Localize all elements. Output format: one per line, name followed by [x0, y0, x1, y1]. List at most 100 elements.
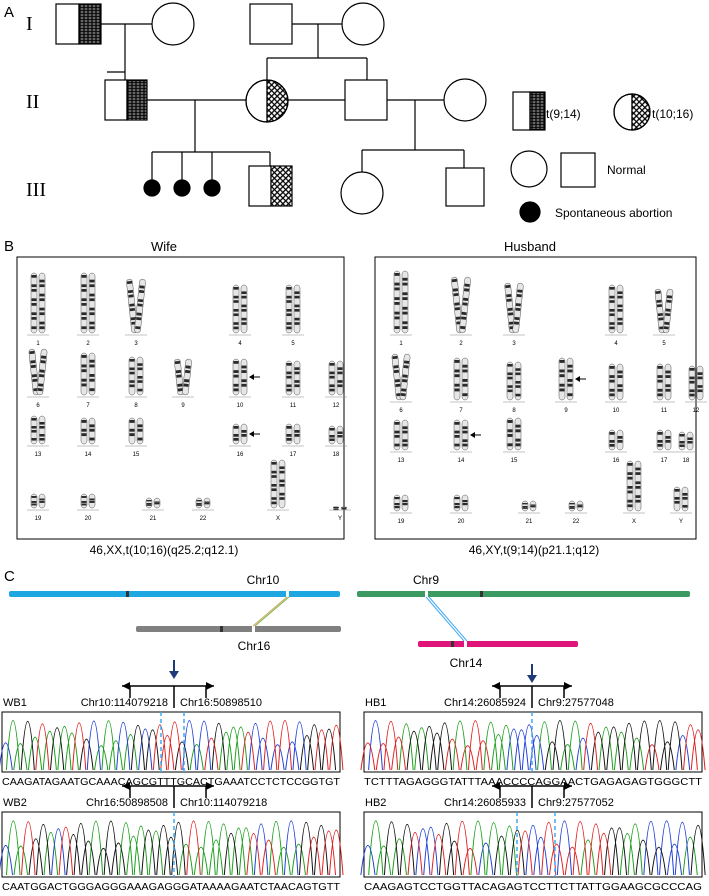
trace-wb2-id: WB2 [3, 797, 27, 809]
chromatid-22-1 [568, 500, 576, 512]
karyotype-label-16: 16 [613, 458, 620, 464]
trace-hb1-peaks-G [406, 720, 683, 771]
chromatid-21-2 [529, 500, 537, 512]
chromatid-4-1 [608, 284, 616, 334]
panel-a-label: A [4, 4, 14, 21]
karyotype-label-11: 11 [661, 408, 668, 414]
karyotype-label-2: 2 [86, 341, 90, 347]
chromatid-8-1 [506, 361, 514, 401]
chromosome-pair-16 [605, 429, 627, 453]
karyotype-label-11: 11 [290, 403, 297, 409]
karyotype-label-5: 5 [291, 341, 295, 347]
chromatid-X-1 [270, 459, 278, 509]
trace-hb2-sequence: CAAGAGTCCTGGTTACAGAGTCCTTCTTATTGGAAGCGCC… [364, 882, 702, 893]
karyotype-label-22: 22 [573, 519, 580, 525]
chromosome-pair-22 [192, 497, 214, 511]
legend-normal-label: Normal [607, 163, 646, 177]
pedigree-ii1-left-half [104, 79, 128, 121]
karyotype-label-X: X [632, 519, 636, 525]
karyotype-label-15: 15 [133, 452, 140, 458]
chr9-chr14-junction-line-a [425, 596, 465, 642]
chromatid-3-1 [504, 282, 516, 334]
trace-hb1-sequence: TCTTTAGAGGGTATTTAAACCCCAGGAACTGAGAGAGTGG… [364, 777, 702, 788]
chromatid-19-2 [401, 494, 409, 512]
karyotype-label-9: 9 [181, 403, 185, 409]
trace-wb1-peaks-T [35, 720, 344, 771]
husband-karyotype-box [374, 256, 697, 540]
chromatid-13-1 [30, 415, 38, 445]
chromosome-pair-11 [282, 360, 304, 398]
chromatid-15-1 [506, 417, 514, 451]
chromatid-2-2 [459, 276, 471, 334]
chromatid-7-2 [88, 352, 96, 396]
chr10-label: Chr10 [247, 573, 280, 587]
trace-wb1-peaks-G [20, 720, 337, 771]
chromatid-X-1 [626, 460, 634, 512]
chromosome-pair-14 [450, 419, 472, 453]
chromatid-1-1 [30, 272, 38, 334]
panel-a-text: A I II III t(9;14) t(10;16) Normal Spont… [4, 4, 693, 220]
chromatid-2-1 [80, 272, 88, 334]
trace-wb1-peaks-A [5, 720, 248, 771]
chromatid-12-1 [688, 365, 696, 401]
karyotype-label-16: 16 [237, 452, 244, 458]
translocation-arrow-14 [470, 432, 481, 438]
chromatid-16-2 [240, 423, 248, 445]
wife-karyotype-box [16, 256, 345, 540]
chromosome-pair-8 [125, 356, 147, 398]
chromatid-8-1 [128, 356, 136, 396]
chr16-bar [136, 626, 341, 632]
chr9-bar [357, 591, 690, 597]
chromosome-pair-15 [125, 417, 147, 447]
karyotype-label-19: 19 [398, 519, 405, 525]
pedigree-i1-carrier-half [78, 3, 102, 45]
trace-wb2-peaks-C [0, 820, 299, 876]
chromatid-21-2 [153, 497, 161, 509]
karyotype-label-14: 14 [458, 458, 465, 464]
chromatid-18-2 [336, 425, 344, 445]
karyotype-label-12: 12 [333, 403, 340, 409]
legend-abortion-label: Spontaneous abortion [555, 206, 672, 220]
karyotype-label-18: 18 [683, 458, 690, 464]
trace-wb1-peaks-C [0, 720, 307, 771]
karyotype-label-13: 13 [35, 452, 42, 458]
trace-wb1-left-coordinate: Chr10:114079218 [81, 697, 168, 709]
chromatid-12-1 [328, 360, 336, 396]
karyotype-label-Y: Y [338, 516, 342, 522]
chromatid-10-2 [616, 363, 624, 401]
pedigree-i2 [151, 2, 195, 46]
karyotype-label-21: 21 [526, 519, 533, 525]
chromatid-7-1 [453, 357, 461, 401]
chromatid-13-2 [38, 415, 46, 445]
chromatid-5-1 [654, 288, 666, 334]
chromosome-pair-17 [653, 429, 675, 453]
chromosome-pair-1 [27, 272, 49, 336]
husband-title: Husband [504, 239, 556, 254]
wife-breakpoint-arrow [169, 671, 179, 679]
chromatid-20-2 [88, 493, 96, 509]
trace-hb1-peaks-A [398, 720, 645, 771]
trace-hb2-junction-header [492, 782, 572, 808]
chromatid-15-2 [136, 417, 144, 445]
chromatid-22-2 [203, 497, 211, 509]
chromatid-Y-2 [340, 506, 348, 510]
chromosome-pair-3 [503, 282, 525, 336]
translocation-arrow-16 [249, 431, 260, 437]
pedigree-abortion-1 [143, 179, 161, 197]
chromatid-5-2 [293, 284, 301, 334]
chromosome-pair-7 [77, 352, 99, 398]
chromosome-pair-8 [503, 361, 525, 403]
karyotype-label-20: 20 [458, 519, 465, 525]
chromatid-8-2 [514, 361, 522, 401]
panel-b-label: B [4, 238, 14, 255]
karyotype-label-X: X [276, 516, 280, 522]
chromatid-Y-1 [332, 506, 340, 511]
generation-ii-label: II [26, 91, 39, 113]
translocation-arrow-10 [249, 374, 260, 380]
chromatid-21-1 [145, 497, 153, 509]
chromosome-pair-1 [390, 270, 412, 336]
chromosome-pair-18 [675, 431, 697, 453]
chromatid-17-2 [293, 423, 301, 445]
